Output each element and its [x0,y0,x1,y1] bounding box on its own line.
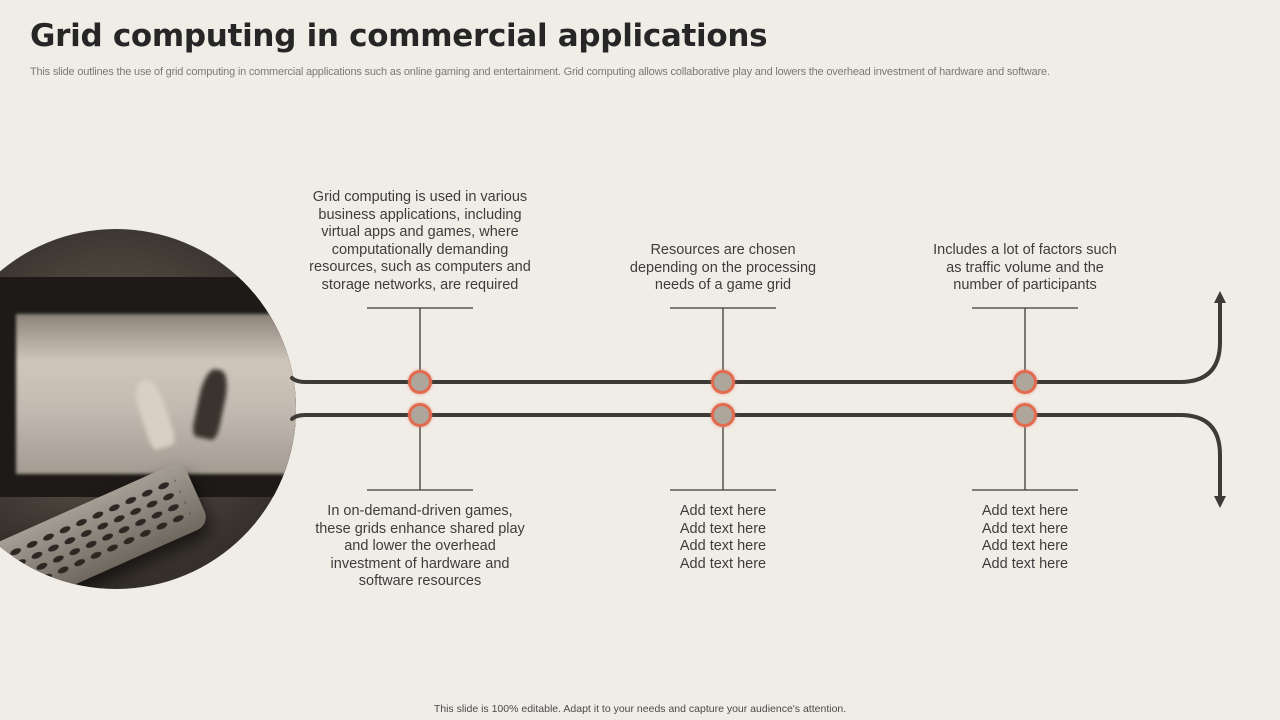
timeline-node-1-bottom [408,403,432,427]
arrow-down-icon [1214,496,1226,508]
stage-3-bottom-text: Add text here Add text here Add text her… [981,503,1069,572]
timeline-node-3-bottom [1013,403,1037,427]
page-subtitle: This slide outlines the use of grid comp… [30,66,1050,78]
footer-note: This slide is 100% editable. Adapt it to… [433,703,847,715]
bottom-track-line [290,413,1222,499]
top-track-line [290,300,1222,384]
timeline-node-3-top [1013,370,1037,394]
timeline-node-2-bottom [711,403,735,427]
page-title: Grid computing in commercial application… [30,18,768,54]
stage-1-top-text: Grid computing is used in various busine… [309,189,531,293]
stage-2-bottom-text: Add text here Add text here Add text her… [679,503,767,572]
stage-2-top-text: Resources are chosen depending on the pr… [629,242,817,294]
arrow-up-icon [1214,291,1226,303]
timeline-node-1-top [408,370,432,394]
stage-3-top-text: Includes a lot of factors such as traffi… [933,242,1117,294]
tv-remote-photo [0,229,296,589]
stage-1-bottom-text: In on-demand-driven games, these grids e… [315,503,525,590]
timeline-node-2-top [711,370,735,394]
